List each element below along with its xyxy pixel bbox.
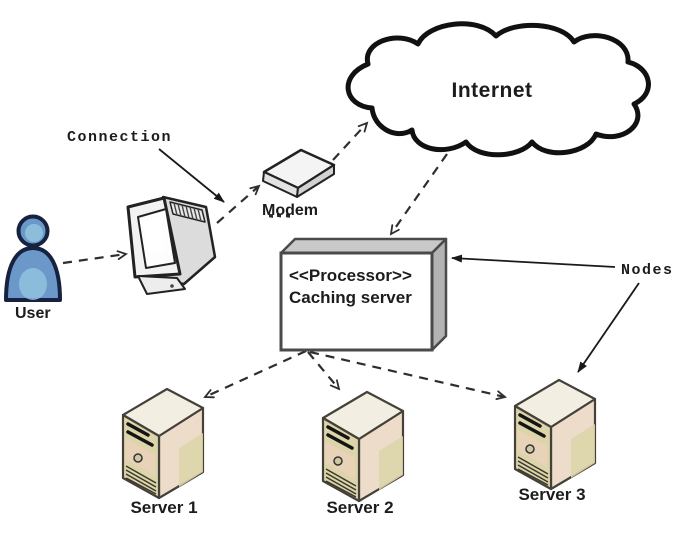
pointer-connection-label — [158, 148, 225, 203]
monitor-power-button — [170, 284, 174, 288]
caching-server-side-face — [430, 237, 448, 352]
edge-modem-internet — [332, 121, 369, 161]
server-power-button — [133, 453, 143, 463]
server-vent-lines — [325, 468, 357, 498]
caching-server-label: Caching server — [289, 288, 412, 307]
server-drive-bays — [518, 413, 546, 438]
server-side-panel — [571, 424, 595, 478]
nodes-label: Nodes — [621, 262, 674, 279]
server-power-button — [525, 444, 535, 454]
edge-caching-server1 — [203, 349, 307, 399]
server-side-panel — [379, 436, 403, 490]
edge-user-computer — [62, 250, 128, 265]
user-head-highlight — [25, 224, 43, 242]
user-figure: User — [4, 214, 62, 322]
modem-label: Modem — [262, 202, 318, 219]
server1-icon — [121, 387, 205, 500]
internet-label: Internet — [451, 79, 532, 102]
server-power-button — [333, 456, 343, 466]
pointer-nodes-caching-server — [451, 254, 616, 268]
cloud-shape — [345, 21, 651, 158]
server-vent-lines — [125, 465, 157, 495]
monitor-base — [137, 275, 186, 295]
server3-icon — [513, 378, 597, 491]
edge-internet-caching-server — [389, 153, 448, 236]
monitor-vent-slots — [173, 202, 202, 222]
server1-label: Server 1 — [130, 498, 197, 517]
edge-caching-server3 — [309, 350, 507, 400]
edges — [62, 121, 640, 400]
internet-cloud: Internet — [345, 21, 651, 158]
connection-label: Connection — [67, 129, 172, 146]
caching-server-node: <<Processor>> Caching server — [279, 237, 448, 352]
caching-server-stereotype: <<Processor>> — [289, 266, 412, 285]
caching-server-top-face — [279, 237, 448, 255]
modem-ports — [269, 213, 290, 218]
modem-icon: Modem — [262, 148, 336, 219]
monitor-screen-glare — [143, 217, 166, 256]
modem-side — [296, 164, 335, 198]
edge-caching-server2 — [307, 351, 341, 391]
server-drive-bays — [126, 422, 154, 447]
server-drive-bays — [326, 425, 354, 450]
server2-icon — [321, 390, 405, 503]
edge-computer-modem — [216, 184, 261, 224]
pointer-nodes-server3 — [577, 282, 640, 373]
server-vent-lines — [517, 456, 549, 486]
server2-label: Server 2 — [326, 498, 393, 517]
server3-label: Server 3 — [518, 485, 585, 504]
server-side-panel — [179, 433, 203, 487]
user-body-highlight — [19, 268, 47, 300]
computer-icon — [126, 195, 217, 295]
caching-server-front-face — [279, 251, 434, 352]
user-label: User — [15, 305, 51, 322]
